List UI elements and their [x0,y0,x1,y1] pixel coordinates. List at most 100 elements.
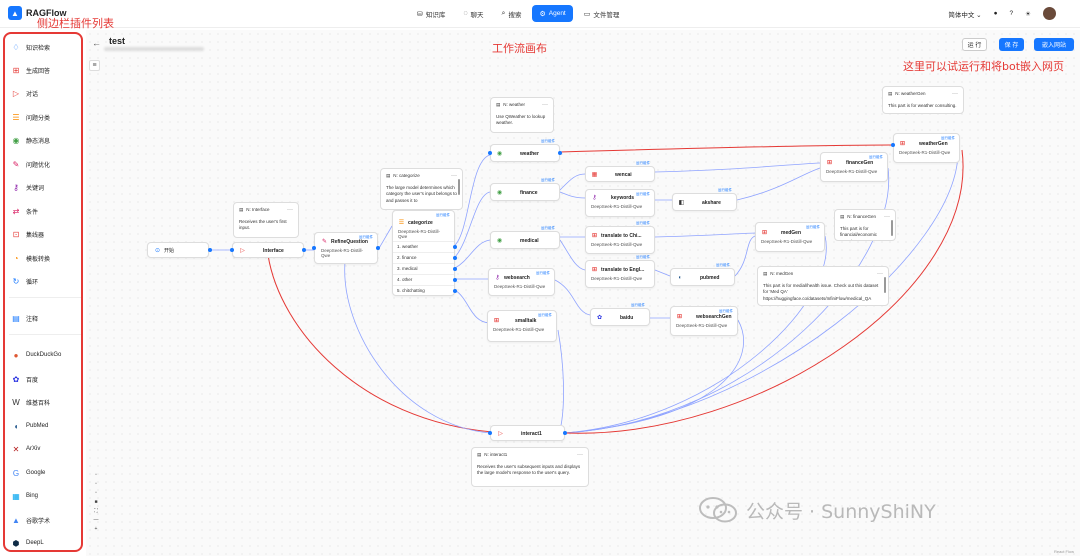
run-component-link[interactable]: 运行组件 [359,235,373,239]
node-weather[interactable]: 运行组件 ◉weather [490,139,560,162]
help-icon[interactable]: ? [1009,10,1014,17]
run-component-link[interactable]: 运行组件 [541,226,555,230]
node-interface[interactable]: ▷Interface [232,242,304,258]
note-scrollbar[interactable] [458,179,460,195]
node-smalltalk[interactable]: 运行组件 ⊞smalltalk DeepSeek-R1-Distill-Qwe [487,310,557,342]
node-list-icon[interactable]: ≡ [89,60,100,71]
node-financegen[interactable]: 运行组件 ⊞financeGen DeepSeek-R1-Distill-Qwe [820,152,888,182]
sidebar-item-bing[interactable]: ▦Bing [12,491,39,501]
output-handle[interactable] [208,248,212,252]
category-row[interactable]: 2. finance [393,252,457,263]
save-button[interactable]: 保 存 [999,38,1024,51]
run-component-link[interactable]: 运行组件 [636,192,650,196]
sidebar-item-rewrite[interactable]: ✎问题优化 [12,159,51,169]
run-component-link[interactable]: 运行组件 [541,139,555,143]
node-categorize[interactable]: 运行组件 ☰categorize DeepSeek-R1-Distill-Qwe… [392,210,457,296]
sidebar-item-static-message[interactable]: ◉静态消息 [12,135,51,145]
sidebar-item-pubmed[interactable]: ◖PubMed [8,417,80,435]
run-component-link[interactable]: 运行组件 [869,155,883,159]
category-row[interactable]: 4. other [393,274,457,285]
more-icon[interactable]: ··· [877,271,883,277]
sidebar-item-deepl[interactable]: ⬢DeepL [12,538,44,548]
input-handle[interactable] [891,143,895,147]
output-handle[interactable] [302,248,306,252]
sidebar-item-knowledge-retrieval[interactable]: ♢知识检索 [12,42,51,52]
output-handle[interactable] [453,289,457,293]
node-websearch[interactable]: 运行组件 ⚷websearch DeepSeek-R1-Distill-Qwe [488,268,555,296]
node-translate-english[interactable]: 运行组件 ⊞translate to Engl... DeepSeek-R1-D… [585,255,655,288]
node-finance[interactable]: 运行组件 ◉finance [490,178,560,201]
react-flow-attribution[interactable]: React Flow [1053,549,1074,554]
more-icon[interactable]: ··· [451,173,457,179]
lock-icon[interactable]: ■ [94,499,98,505]
node-begin[interactable]: ⊙开始 [147,242,209,258]
node-keywords[interactable]: 运行组件 ⚷keywords DeepSeek-R1-Distill-Qwe [585,189,655,217]
input-handle[interactable] [230,248,234,252]
brand[interactable]: ▲ RAGFlow [8,6,67,20]
run-component-link[interactable]: 运行组件 [941,136,955,140]
node-translate-chinese[interactable]: 运行组件 ⊞translate to Chi... DeepSeek-R1-Di… [585,221,655,254]
theme-toggle-icon[interactable]: ☀ [1025,10,1031,18]
fit-view-icon[interactable]: ▫ [95,481,97,487]
node-interact1[interactable]: ▷interact1 [490,425,565,441]
nav-chat[interactable]: ◌聊天 [463,10,484,19]
run-component-link[interactable]: 运行组件 [806,225,820,229]
category-row[interactable]: 1. weather [393,241,457,252]
sidebar-item-hub[interactable]: ⊡集线器 [12,229,45,239]
run-component-link[interactable]: 运行组件 [718,188,732,192]
note-interact1[interactable]: ▤N: interact1··· Receives the user's sub… [471,447,589,487]
sidebar-item-google-scholar[interactable]: ▲谷歌学术 [12,515,51,525]
github-icon[interactable]: ● [993,10,998,17]
node-refine-question[interactable]: 运行组件 ✎RefineQuestion DeepSeek-R1-Distill… [314,232,378,264]
run-component-link[interactable]: 运行组件 [536,271,550,275]
run-component-link[interactable]: 运行组件 [636,161,650,165]
screenshot-icon[interactable]: ▫ [95,490,97,496]
note-categorize[interactable]: ▤N: categorize··· The large model determ… [380,168,463,210]
sidebar-item-note[interactable]: ▤注释 [12,313,39,323]
run-button[interactable]: 运 行 [962,38,987,51]
node-medgen[interactable]: 运行组件 ⊞medGen DeepSeek-R1-Distill-Qwe [755,222,825,252]
output-handle[interactable] [563,431,567,435]
more-icon[interactable]: ··· [542,102,548,108]
note-scrollbar[interactable] [884,277,886,293]
output-handle[interactable] [453,245,457,249]
node-medical[interactable]: 运行组件 ◉medical [490,226,560,249]
input-handle[interactable] [312,246,316,250]
zoom-out-icon[interactable]: — [93,517,99,523]
output-handle[interactable] [453,256,457,260]
output-handle[interactable] [558,151,562,155]
plus-icon[interactable]: + [94,526,98,532]
zoom-in-icon[interactable]: ▫ [95,472,97,478]
language-selector[interactable]: 简体中文 ⌄ [948,11,982,19]
sidebar-item-keywords[interactable]: ⚷关键词 [8,178,80,196]
more-icon[interactable]: ··· [577,452,583,458]
category-row[interactable]: 5. chitchatting [393,285,457,296]
nav-knowledge-base[interactable]: ⛁知识库 [417,10,446,19]
more-icon[interactable]: ··· [884,214,890,220]
embed-website-button[interactable]: 嵌入网站 [1034,38,1074,51]
sidebar-item-generate[interactable]: ⊞生成回答 [12,65,51,75]
sidebar-item-template[interactable]: ◔模板转换 [8,249,80,267]
note-medgen[interactable]: ▤N: medGen··· This part is for medial/he… [757,266,889,306]
node-weathergen[interactable]: 运行组件 ⊞weatherGen DeepSeek-R1-Distill-Qwe [893,133,960,163]
output-handle[interactable] [376,246,380,250]
category-row[interactable]: 3. medical [393,263,457,274]
run-component-link[interactable]: 运行组件 [636,221,650,225]
node-baidu[interactable]: 运行组件 ✿baidu [590,303,650,326]
output-handle[interactable] [453,267,457,271]
sidebar-item-categorize[interactable]: ☰问题分类 [12,112,51,122]
run-component-link[interactable]: 运行组件 [436,213,450,217]
run-component-link[interactable]: 运行组件 [636,255,650,259]
run-component-link[interactable]: 运行组件 [538,313,552,317]
output-handle[interactable] [453,278,457,282]
sidebar-item-loop[interactable]: ↻循环 [12,276,39,286]
note-interface[interactable]: ▤N: Interface··· Receives the user's fir… [233,202,299,238]
fullscreen-icon[interactable]: ⛶ [94,508,98,514]
sidebar-item-arxiv[interactable]: ✕ArXiv [12,444,41,454]
nav-search[interactable]: ⌕搜索 [501,9,522,19]
note-weather[interactable]: ▤N: weather··· Use QWeather to lookup we… [490,97,554,133]
node-websearchgen[interactable]: 运行组件 ⊞websearchGen DeepSeek-R1-Distill-Q… [670,306,738,336]
note-scrollbar[interactable] [891,220,893,236]
more-icon[interactable]: ··· [287,207,293,213]
back-arrow-icon[interactable]: ← [92,38,101,48]
